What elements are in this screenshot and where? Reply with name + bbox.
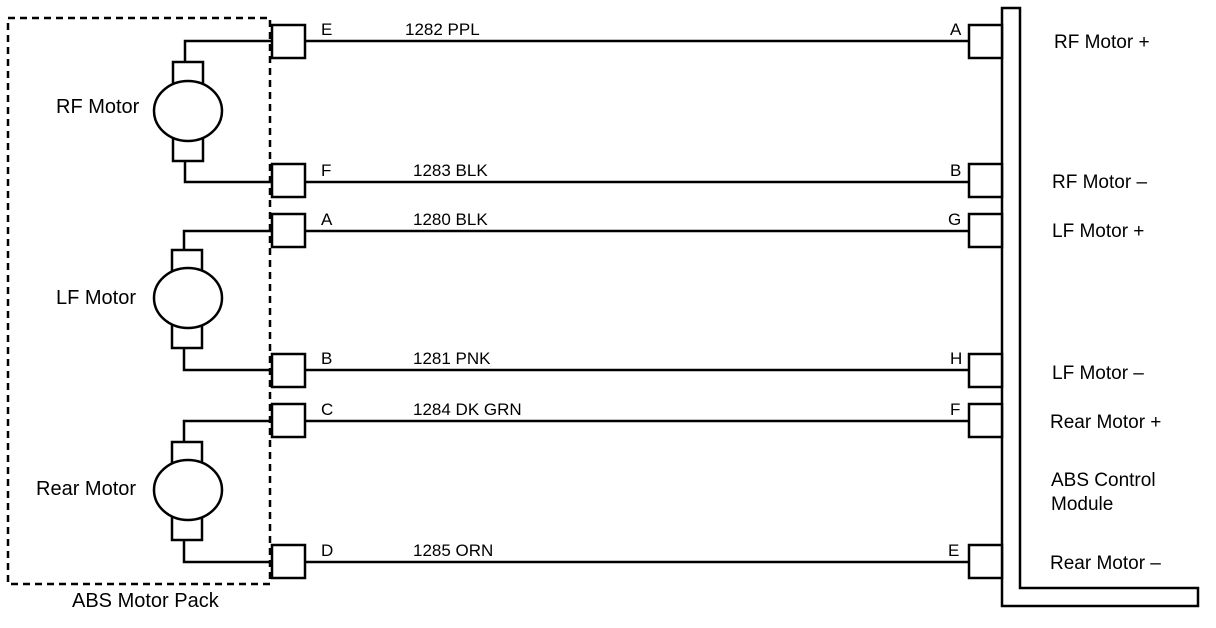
left-terminal: [270, 23, 307, 60]
control-module-label-line1: ABS Control: [1051, 470, 1156, 491]
wire-1283: [270, 162, 1004, 199]
wire-1284: [270, 402, 1004, 439]
wire-1282: [270, 23, 1004, 60]
rear-motor-label: Rear Motor: [36, 478, 136, 500]
right-terminal: [967, 162, 1004, 199]
right-pin-label: G: [948, 210, 961, 229]
function-label: Rear Motor +: [1050, 412, 1161, 433]
left-pin-label: A: [321, 210, 333, 229]
rf-motor-armature: [152, 79, 224, 143]
left-pin-label: E: [321, 20, 332, 39]
circuit-label: 1281 PNK: [413, 349, 491, 368]
left-terminal: [270, 352, 307, 389]
rear-motor-pos-lead: [182, 419, 271, 442]
circuit-label: 1283 BLK: [413, 161, 488, 180]
left-pin-label: B: [321, 349, 332, 368]
left-terminal: [270, 543, 307, 580]
left-pin-label: D: [321, 541, 333, 560]
wire-1280: [270, 212, 1004, 249]
lf-motor-pos-lead: [182, 229, 271, 250]
left-terminal: [270, 162, 307, 199]
left-terminal: [270, 212, 307, 249]
right-pin-label: H: [950, 349, 962, 368]
rf-motor-pos-lead: [183, 39, 271, 62]
right-terminal: [967, 212, 1004, 249]
function-label: RF Motor –: [1052, 172, 1147, 193]
circuit-label: 1284 DK GRN: [413, 400, 522, 419]
right-terminal: [967, 543, 1004, 580]
control-module-label-line2: Module: [1051, 494, 1113, 515]
function-label: LF Motor –: [1052, 363, 1144, 384]
right-terminal: [967, 352, 1004, 389]
rf-motor-label: RF Motor: [56, 96, 140, 118]
lf-motor-armature: [152, 266, 224, 330]
wire-1285: [270, 543, 1004, 580]
circuit-label: 1280 BLK: [413, 210, 488, 229]
left-pin-label: C: [321, 400, 333, 419]
function-label: RF Motor +: [1054, 32, 1150, 53]
rf-motor: [152, 39, 271, 184]
function-label: LF Motor +: [1052, 221, 1144, 242]
right-terminal: [967, 23, 1004, 60]
lf-motor-label: LF Motor: [56, 287, 136, 309]
rear-motor-armature: [152, 458, 224, 522]
function-label: Rear Motor –: [1050, 553, 1161, 574]
left-terminal: [270, 402, 307, 439]
right-pin-label: E: [948, 541, 959, 560]
circuit-label: 1282 PPL: [405, 20, 480, 39]
right-pin-label: F: [950, 400, 960, 419]
wire-1281: [270, 352, 1004, 389]
right-pin-label: B: [950, 161, 961, 180]
rf-motor-neg-lead: [183, 161, 271, 184]
circuit-label: 1285 ORN: [413, 541, 493, 560]
right-terminal: [967, 402, 1004, 439]
lf-motor-neg-lead: [182, 348, 271, 372]
lf-motor: [152, 229, 271, 372]
control-module-bracket: [1000, 6, 1200, 608]
right-pin-label: A: [950, 20, 962, 39]
motor-pack-label: ABS Motor Pack: [72, 590, 220, 612]
motor-pack-boundary: [6, 16, 272, 586]
rear-motor: [152, 419, 271, 564]
left-pin-label: F: [321, 161, 331, 180]
rear-motor-neg-lead: [182, 540, 271, 564]
